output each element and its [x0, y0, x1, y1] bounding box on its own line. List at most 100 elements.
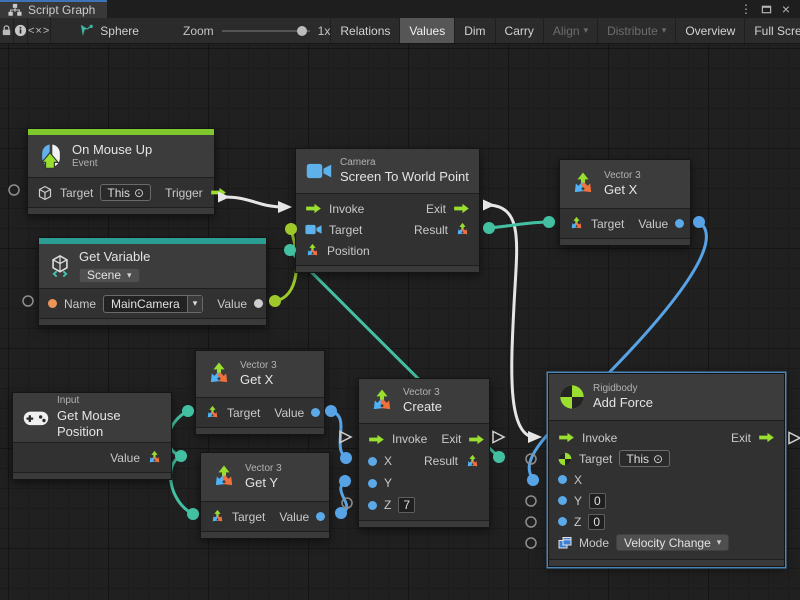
port-label-z: Z — [574, 514, 582, 529]
title-bar: Script Graph ⋮ × — [0, 0, 800, 18]
maximize-icon[interactable] — [758, 1, 774, 17]
variable-scope-dropdown[interactable]: Scene▾ — [79, 267, 140, 283]
float-port-dot[interactable] — [558, 475, 567, 484]
object-port-dot[interactable] — [254, 299, 264, 308]
node-category: Input — [57, 395, 80, 406]
relations-button[interactable]: Relations — [330, 18, 399, 43]
mouse-up-icon — [38, 143, 64, 169]
zoom-value: 1x — [317, 23, 331, 38]
camera-icon — [306, 162, 332, 180]
string-port-dot[interactable] — [48, 299, 57, 308]
unity-variable-icon — [49, 255, 71, 277]
z-value-field[interactable]: 7 — [398, 497, 416, 513]
port-label-z: Z — [384, 498, 392, 512]
mode-dropdown[interactable]: Velocity Change▾ — [616, 534, 730, 551]
vector3-icon[interactable] — [455, 222, 470, 237]
tab-label: Script Graph — [28, 3, 96, 17]
close-icon[interactable]: × — [781, 1, 791, 17]
node-add-force[interactable]: Rigidbody Add Force Invoke Exit Target T… — [548, 373, 785, 567]
float-port-dot[interactable] — [558, 496, 567, 505]
variable-name-combo[interactable]: MainCamera▾ — [103, 294, 204, 313]
target-this-pill[interactable]: This⊙ — [100, 184, 152, 201]
float-port-dot[interactable] — [675, 219, 685, 228]
node-title: Screen To World Point — [340, 169, 469, 185]
vector3-icon[interactable] — [465, 454, 480, 469]
enum-icon[interactable] — [558, 536, 572, 550]
port-label-name: Name — [64, 296, 97, 311]
flow-arrow-icon[interactable] — [368, 434, 385, 445]
port-label-value: Value — [274, 405, 305, 420]
target-this-pill[interactable]: This⊙ — [619, 450, 671, 467]
port-label-result: Result — [413, 222, 448, 237]
node-category: Camera — [340, 156, 376, 168]
node-title: Get X — [604, 182, 638, 198]
vector3-icon[interactable] — [210, 509, 225, 524]
vector3-icon — [211, 464, 237, 490]
vector3-icon — [206, 361, 232, 387]
port-label-target: Target — [232, 509, 266, 524]
node-footer — [560, 238, 690, 245]
float-port-dot[interactable] — [368, 456, 377, 466]
lock-button[interactable] — [0, 18, 14, 43]
dim-button[interactable]: Dim — [454, 18, 494, 43]
flow-arrow-icon[interactable] — [558, 432, 575, 443]
lock-icon — [0, 24, 13, 37]
node-footer — [39, 318, 266, 325]
graph-breadcrumb[interactable]: Sphere — [79, 18, 139, 43]
fullscreen-button[interactable]: Full Screen — [744, 18, 800, 43]
overview-button[interactable]: Overview — [675, 18, 744, 43]
zoom-slider-track[interactable] — [221, 29, 310, 32]
code-preview-button[interactable]: <×> — [28, 18, 52, 43]
tab-script-graph[interactable]: Script Graph — [0, 0, 108, 18]
float-port-dot[interactable] — [316, 512, 326, 521]
this-target-icon: ⊙ — [653, 451, 664, 466]
kebab-menu-icon[interactable]: ⋮ — [740, 2, 752, 16]
port-label-exit: Exit — [730, 430, 751, 445]
values-button[interactable]: Values — [399, 18, 455, 43]
vector3-icon[interactable] — [569, 216, 584, 231]
port-label-value: Value — [217, 296, 248, 311]
node-vector3-get-x-top[interactable]: Vector 3 Get X Target Value — [559, 159, 691, 246]
flow-arrow-icon[interactable] — [758, 432, 775, 443]
node-get-mouse-position[interactable]: Input Get Mouse Position Value — [12, 392, 172, 480]
float-port-dot[interactable] — [311, 408, 321, 417]
zoom-slider[interactable] — [221, 24, 310, 38]
graph-toolbar: <×> Sphere Zoom 1x Relations Values Dim … — [0, 18, 800, 44]
vector3-icon[interactable] — [147, 450, 162, 465]
node-vector3-get-y[interactable]: Vector 3 Get Y Target Value — [200, 452, 330, 539]
float-port-dot[interactable] — [368, 478, 377, 488]
node-title: Get Variable — [79, 249, 151, 265]
vector3-icon[interactable] — [205, 405, 220, 420]
node-title: Get Y — [245, 475, 279, 491]
node-vector3-create[interactable]: Vector 3 Create Invoke Exit X Result — [358, 378, 490, 528]
this-target-icon: ⊙ — [134, 185, 145, 200]
node-screen-to-world-point[interactable]: Camera Screen To World Point Invoke Exit… — [295, 148, 480, 273]
flow-arrow-icon[interactable] — [305, 203, 322, 214]
vector3-icon[interactable] — [305, 243, 320, 258]
node-vector3-get-x-mid[interactable]: Vector 3 Get X Target Value — [195, 350, 325, 435]
node-category: Vector 3 — [245, 462, 282, 474]
camera-port-icon[interactable] — [305, 223, 322, 236]
flow-arrow-icon[interactable] — [453, 203, 470, 214]
carry-button[interactable]: Carry — [494, 18, 543, 43]
chevron-down-icon: ▾ — [661, 25, 667, 35]
flow-arrow-icon[interactable] — [210, 187, 227, 198]
float-port-dot[interactable] — [558, 517, 567, 526]
rigidbody-port-icon[interactable] — [558, 452, 572, 466]
port-label-invoke: Invoke — [582, 430, 618, 445]
flow-arrow-icon[interactable] — [468, 434, 485, 445]
y-value-field[interactable]: 0 — [589, 492, 606, 509]
info-button[interactable] — [14, 18, 28, 43]
float-port-dot[interactable] — [368, 500, 377, 510]
port-label-target: Target — [329, 222, 363, 237]
event-accent-bar — [28, 129, 214, 135]
z-value-field[interactable]: 0 — [588, 513, 606, 530]
port-label-target: Target — [227, 405, 261, 420]
node-title: Get Mouse Position — [57, 407, 121, 439]
node-get-variable[interactable]: Get Variable Scene▾ Name MainCamera▾ Val… — [38, 237, 267, 326]
node-on-mouse-up[interactable]: On Mouse Up Event Target This⊙ Trigger — [27, 128, 226, 215]
hierarchy-icon — [8, 3, 22, 17]
zoom-slider-handle[interactable] — [296, 25, 307, 36]
node-category: Rigidbody — [593, 382, 638, 394]
node-footer — [196, 427, 324, 434]
